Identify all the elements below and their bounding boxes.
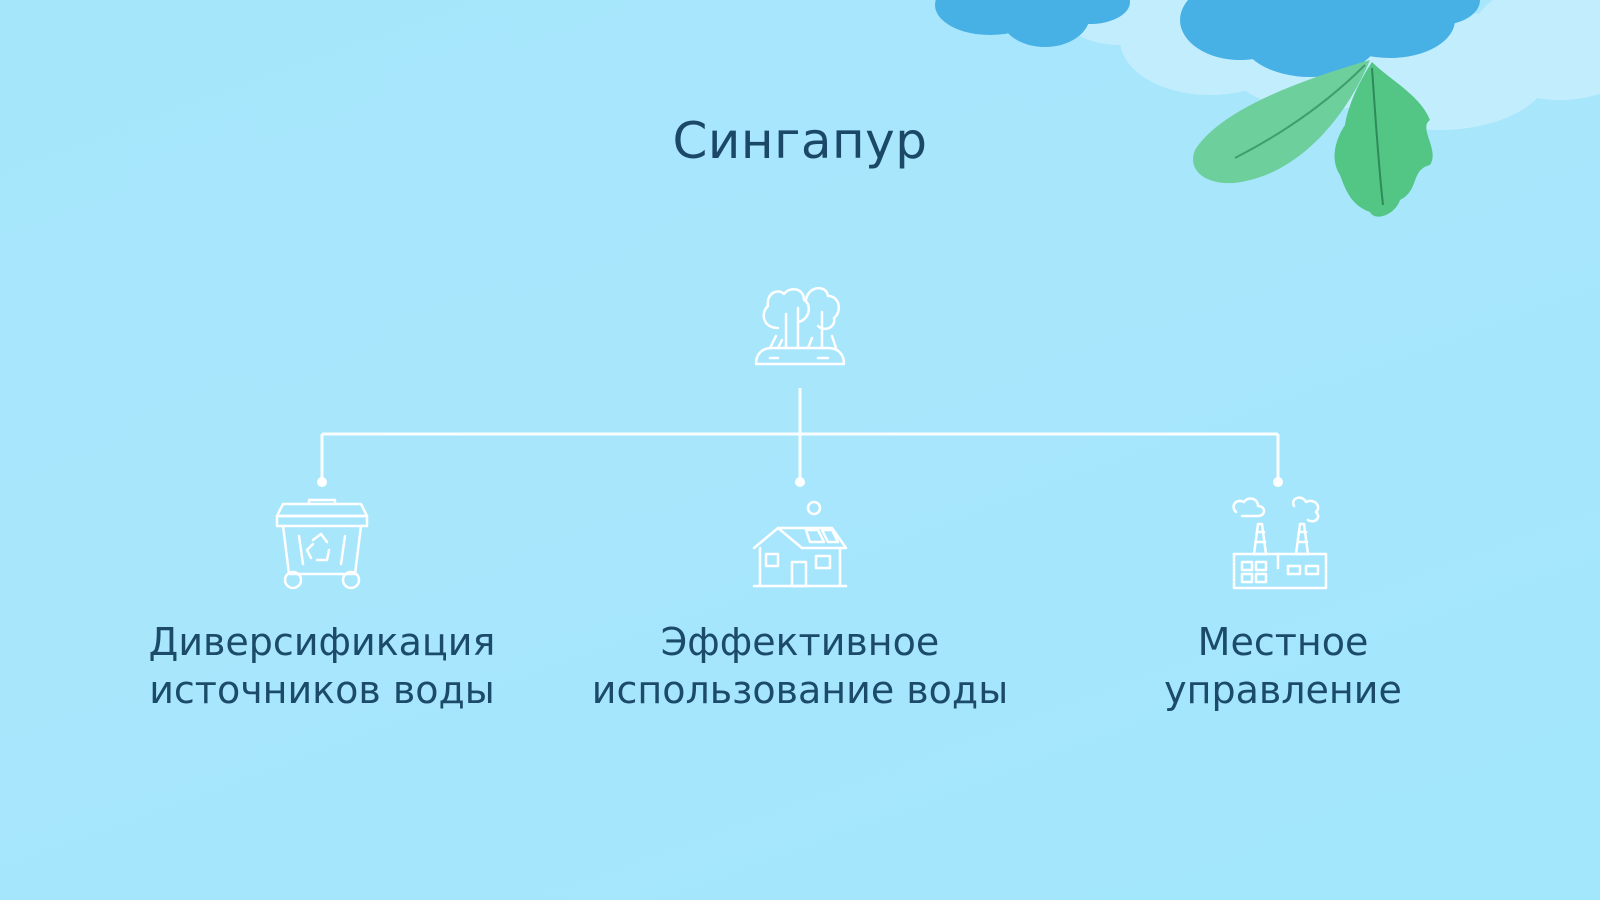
node-label-line: Эффективное: [660, 620, 940, 664]
recycling-bin-icon: [275, 498, 369, 590]
factory-icon: [1232, 496, 1328, 590]
page-title: Сингапур: [672, 112, 928, 170]
node-label-diversification: Диверсификация источников воды: [92, 618, 552, 714]
node-label-line: источников воды: [149, 668, 495, 712]
node-label-line: управление: [1164, 668, 1402, 712]
node-label-line: использование воды: [591, 668, 1009, 712]
solar-house-icon: [752, 500, 848, 588]
connector-dot-mid: [795, 477, 805, 487]
node-label-line: Диверсификация: [148, 620, 496, 664]
connector-dot-right: [1273, 477, 1283, 487]
forest-park-icon: [754, 287, 846, 366]
node-label-efficient-use: Эффективное использование воды: [570, 618, 1030, 714]
node-label-line: Местное: [1197, 620, 1369, 664]
node-label-local-management: Местное управление: [1053, 618, 1513, 714]
connector-dot-left: [317, 477, 327, 487]
